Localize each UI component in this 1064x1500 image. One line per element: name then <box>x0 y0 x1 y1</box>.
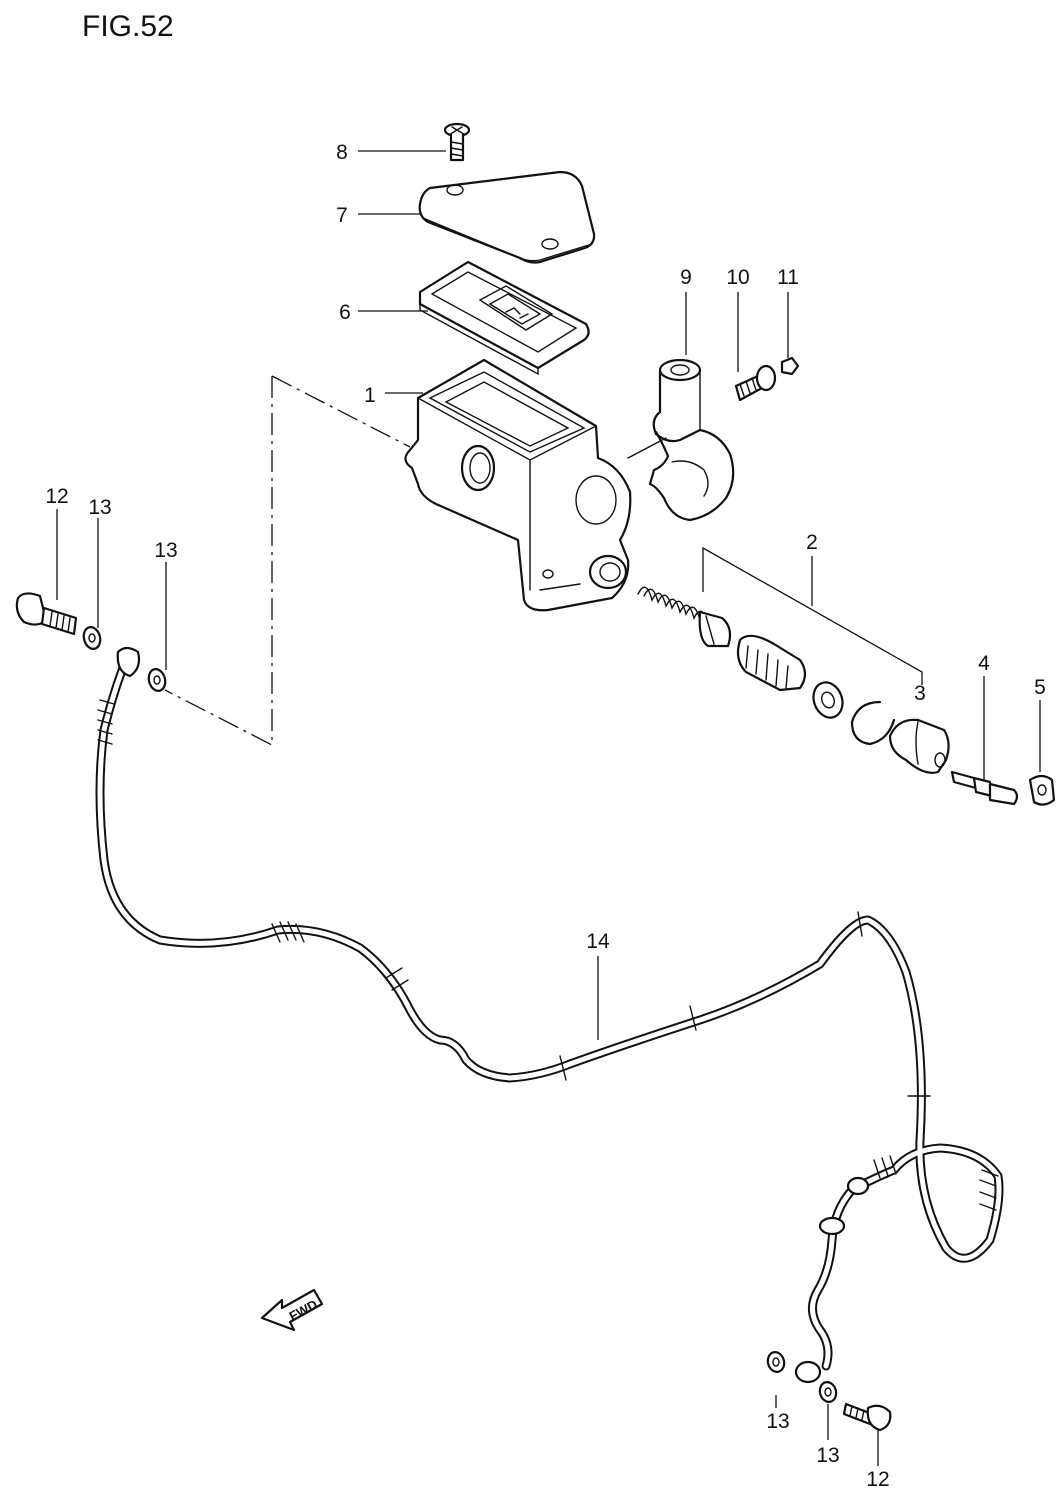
union-bolt-part-12-top <box>15 592 78 636</box>
diaphragm-part-6 <box>418 260 590 376</box>
label-part-14: 14 <box>586 930 610 953</box>
nut-part-11 <box>780 356 800 376</box>
label-part-5: 5 <box>1034 676 1046 699</box>
push-rod-part-4 <box>950 770 1019 806</box>
washer-part-13-top-b <box>147 668 167 692</box>
reservoir-cap-part-7 <box>418 170 596 264</box>
clutch-hose-part-14 <box>95 646 1004 1384</box>
boot-part-3 <box>888 718 950 774</box>
leader-lines <box>56 150 1041 1466</box>
master-cylinder-body-part-1 <box>404 358 632 612</box>
label-part-9: 9 <box>680 266 692 289</box>
forward-arrow-icon: FWD <box>260 1288 324 1332</box>
label-part-6: 6 <box>339 301 351 324</box>
washer-part-13-bottom-b <box>818 1381 838 1403</box>
label-part-13-bottom-b: 13 <box>816 1444 839 1467</box>
figure-title: FIG.52 <box>82 10 174 43</box>
washer-part-13-bottom-a <box>766 1351 786 1373</box>
union-bolt-part-12-bottom <box>842 1402 892 1432</box>
pivot-bolt-part-10 <box>734 364 777 402</box>
label-part-13-top-a: 13 <box>88 496 111 519</box>
screw-part-8 <box>443 122 471 162</box>
label-part-1: 1 <box>364 384 376 407</box>
nut-part-5 <box>1028 774 1056 806</box>
part-number-labels: 8 7 6 1 9 10 11 2 3 4 5 12 13 13 14 13 1… <box>45 141 1046 1491</box>
forward-arrow-label: FWD <box>287 1297 320 1324</box>
label-part-3: 3 <box>914 682 926 705</box>
label-part-11: 11 <box>777 266 799 289</box>
label-part-13-bottom-a: 13 <box>766 1410 789 1433</box>
washer-part-13-top-a <box>82 626 102 650</box>
label-part-13-top-b: 13 <box>154 539 177 562</box>
label-part-8: 8 <box>336 141 348 164</box>
label-part-10: 10 <box>726 266 749 289</box>
label-part-7: 7 <box>336 204 348 227</box>
label-part-2: 2 <box>806 531 818 554</box>
alignment-lines <box>164 375 411 747</box>
label-part-4: 4 <box>978 652 990 675</box>
label-part-12-top: 12 <box>45 485 68 508</box>
label-part-12-bottom: 12 <box>866 1468 889 1491</box>
piston-kit-part-2 <box>637 586 896 746</box>
lever-holder-part-9 <box>627 358 735 522</box>
